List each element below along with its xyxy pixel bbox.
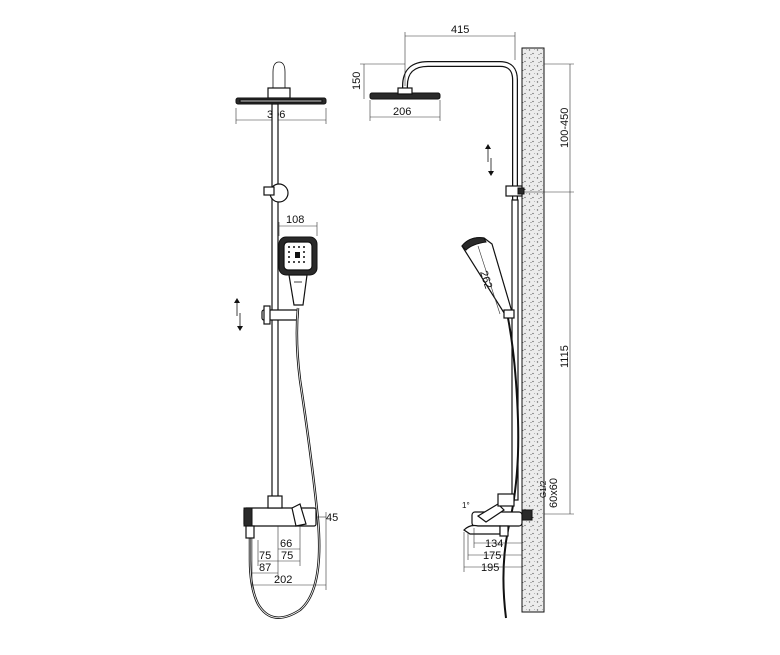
front-diverter-lever [263,186,275,196]
dim-side-100-450: 100-450 [559,108,571,148]
side-outlet [499,525,509,537]
side-mixer-lever [476,503,505,523]
front-slide-clamp [263,305,271,325]
front-mixer-cap [243,507,253,527]
side-dim-extension-lines [463,528,475,572]
side-hose [502,317,520,619]
front-hose-highlight [249,307,320,618]
dim-front-hand-width: 108 [286,214,304,226]
side-view: 415 150 206 100-450 262 [351,24,574,619]
dim-front-45: 45 [326,512,338,524]
dim-side-134: 134 [485,538,503,550]
dim-front-202: 202 [274,574,292,586]
side-riser-joint [497,493,515,507]
side-head-joint [397,87,413,95]
dim-side-1115: 1115 [559,345,571,368]
front-gooseneck [272,61,286,98]
front-slide-arrows [234,298,243,331]
side-shower-arm-inner [403,62,517,200]
front-hand-shower-nozzles [288,246,305,263]
dim-side-262: 262 [477,269,494,290]
side-angle-mark: 1° [462,501,470,510]
front-hand-shower-handle [288,274,308,306]
dim-side-valve-box: 60x60 [548,478,560,508]
side-spout [463,524,501,535]
dim-front-87: 87 [259,562,271,574]
side-range-arrows [485,144,494,176]
side-shower-arm [402,61,518,200]
dim-side-thread: G1/2 [539,480,548,498]
wall [521,47,545,613]
dim-side-150: 150 [351,72,363,90]
front-view: 306 108 [234,61,338,619]
front-mixer-riser-joint [267,495,283,509]
dim-side-415: 415 [451,24,469,36]
side-bracket-anchor [517,187,525,195]
front-riser [271,103,279,509]
side-valve-box [521,509,533,521]
dim-side-175: 175 [483,550,501,562]
front-head-connector [267,87,291,99]
front-mixer-lever [291,503,307,527]
front-rain-head-face [239,99,323,103]
dim-line-262 [477,245,501,315]
front-outlet [245,525,255,539]
front-dim-extension-lines [251,512,327,590]
dim-front-75a: 75 [259,550,271,562]
dim-side-206: 206 [393,106,411,118]
side-hand-shower-face [461,237,487,251]
dim-side-195: 195 [481,562,499,574]
dim-front-66: 66 [280,538,292,550]
dim-front-75b: 75 [281,550,293,562]
side-slide-holder [503,309,515,319]
